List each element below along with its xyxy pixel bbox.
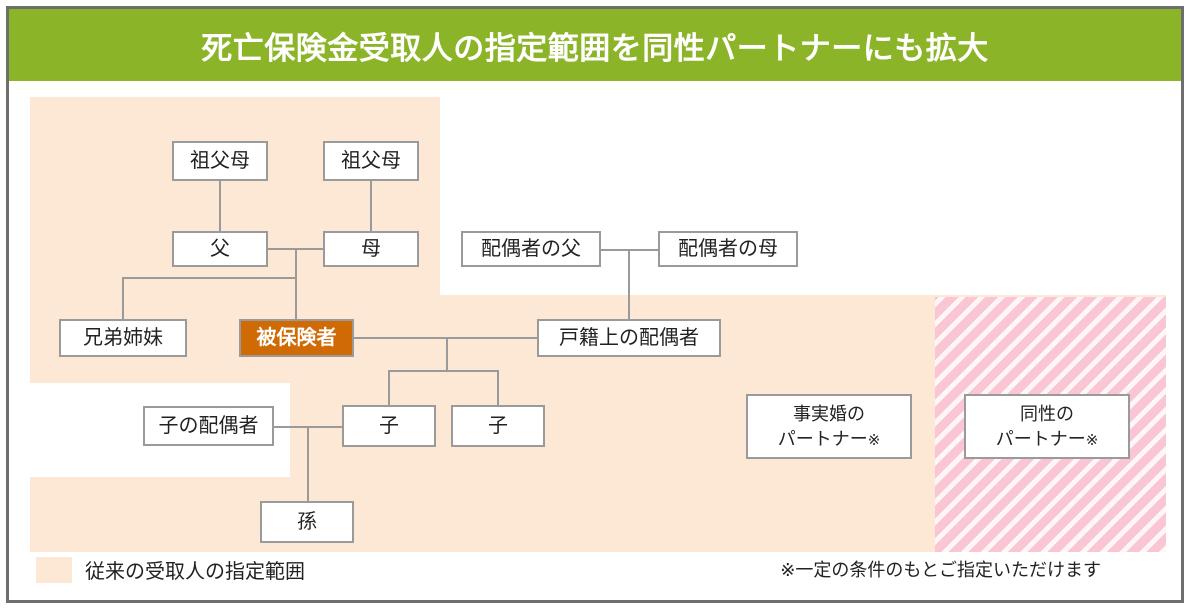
node-insured: 被保険者 [239, 319, 354, 357]
node-grandparents-maternal: 祖父母 [323, 141, 419, 181]
connector-spouse-parents-drop [628, 249, 630, 319]
footnote-conditions: ※一定の条件のもとご指定いただけます [780, 560, 1101, 580]
connector-bus-to-child-2 [497, 370, 499, 405]
connector-spouse-parents [601, 249, 659, 251]
connector-marriage-drop [446, 337, 448, 371]
page-title: 死亡保険金受取人の指定範囲を同性パートナーにも拡大 [201, 30, 989, 66]
legend-swatch-conventional-scope [36, 556, 72, 583]
node-spouse-mother: 配偶者の母 [658, 231, 798, 267]
node-common-law-partner-line1: 事実婚の [793, 404, 865, 425]
connector-children-bus [388, 370, 498, 372]
node-father: 父 [172, 231, 268, 267]
node-siblings: 兄弟姉妹 [59, 319, 187, 357]
node-grandparents-paternal: 祖父母 [172, 141, 268, 181]
node-mother: 母 [323, 231, 419, 267]
node-same-sex-partner-line1: 同性の [1020, 404, 1074, 425]
connector-parents-bus [122, 277, 297, 279]
connector-grandparents-paternal-to-father [219, 181, 221, 231]
connector-insured-legal-spouse [354, 337, 537, 339]
node-legal-spouse: 戸籍上の配偶者 [537, 319, 721, 357]
connector-grandparents-maternal-to-mother [370, 181, 372, 231]
node-grandchild: 孫 [260, 501, 354, 543]
node-common-law-partner-line2: パートナー※ [777, 428, 881, 449]
node-child-1: 子 [342, 405, 436, 447]
connector-child-couple-drop [307, 426, 309, 501]
node-child-2: 子 [451, 405, 545, 447]
connector-bus-to-siblings [122, 277, 124, 319]
connector-parents-drop [295, 248, 297, 319]
node-same-sex-partner: 同性の パートナー※ [964, 394, 1130, 459]
node-same-sex-partner-line2: パートナー※ [995, 428, 1099, 449]
page-header: 死亡保険金受取人の指定範囲を同性パートナーにも拡大 [9, 9, 1181, 81]
node-child-spouse: 子の配偶者 [143, 406, 274, 446]
diagram-canvas: 祖父母 祖父母 父 母 配偶者の父 配偶者の母 兄弟姉妹 被保険者 戸籍上の配偶… [9, 81, 1181, 600]
legend: 従来の受取人の指定範囲 [36, 555, 305, 584]
connector-bus-to-child-1 [388, 370, 390, 405]
node-common-law-partner: 事実婚の パートナー※ [746, 394, 912, 459]
legend-label-conventional-scope: 従来の受取人の指定範囲 [85, 561, 305, 583]
node-spouse-father: 配偶者の父 [461, 231, 601, 267]
connector-child-spouse-child [274, 426, 344, 428]
content-frame: 死亡保険金受取人の指定範囲を同性パートナーにも拡大 [6, 6, 1184, 603]
